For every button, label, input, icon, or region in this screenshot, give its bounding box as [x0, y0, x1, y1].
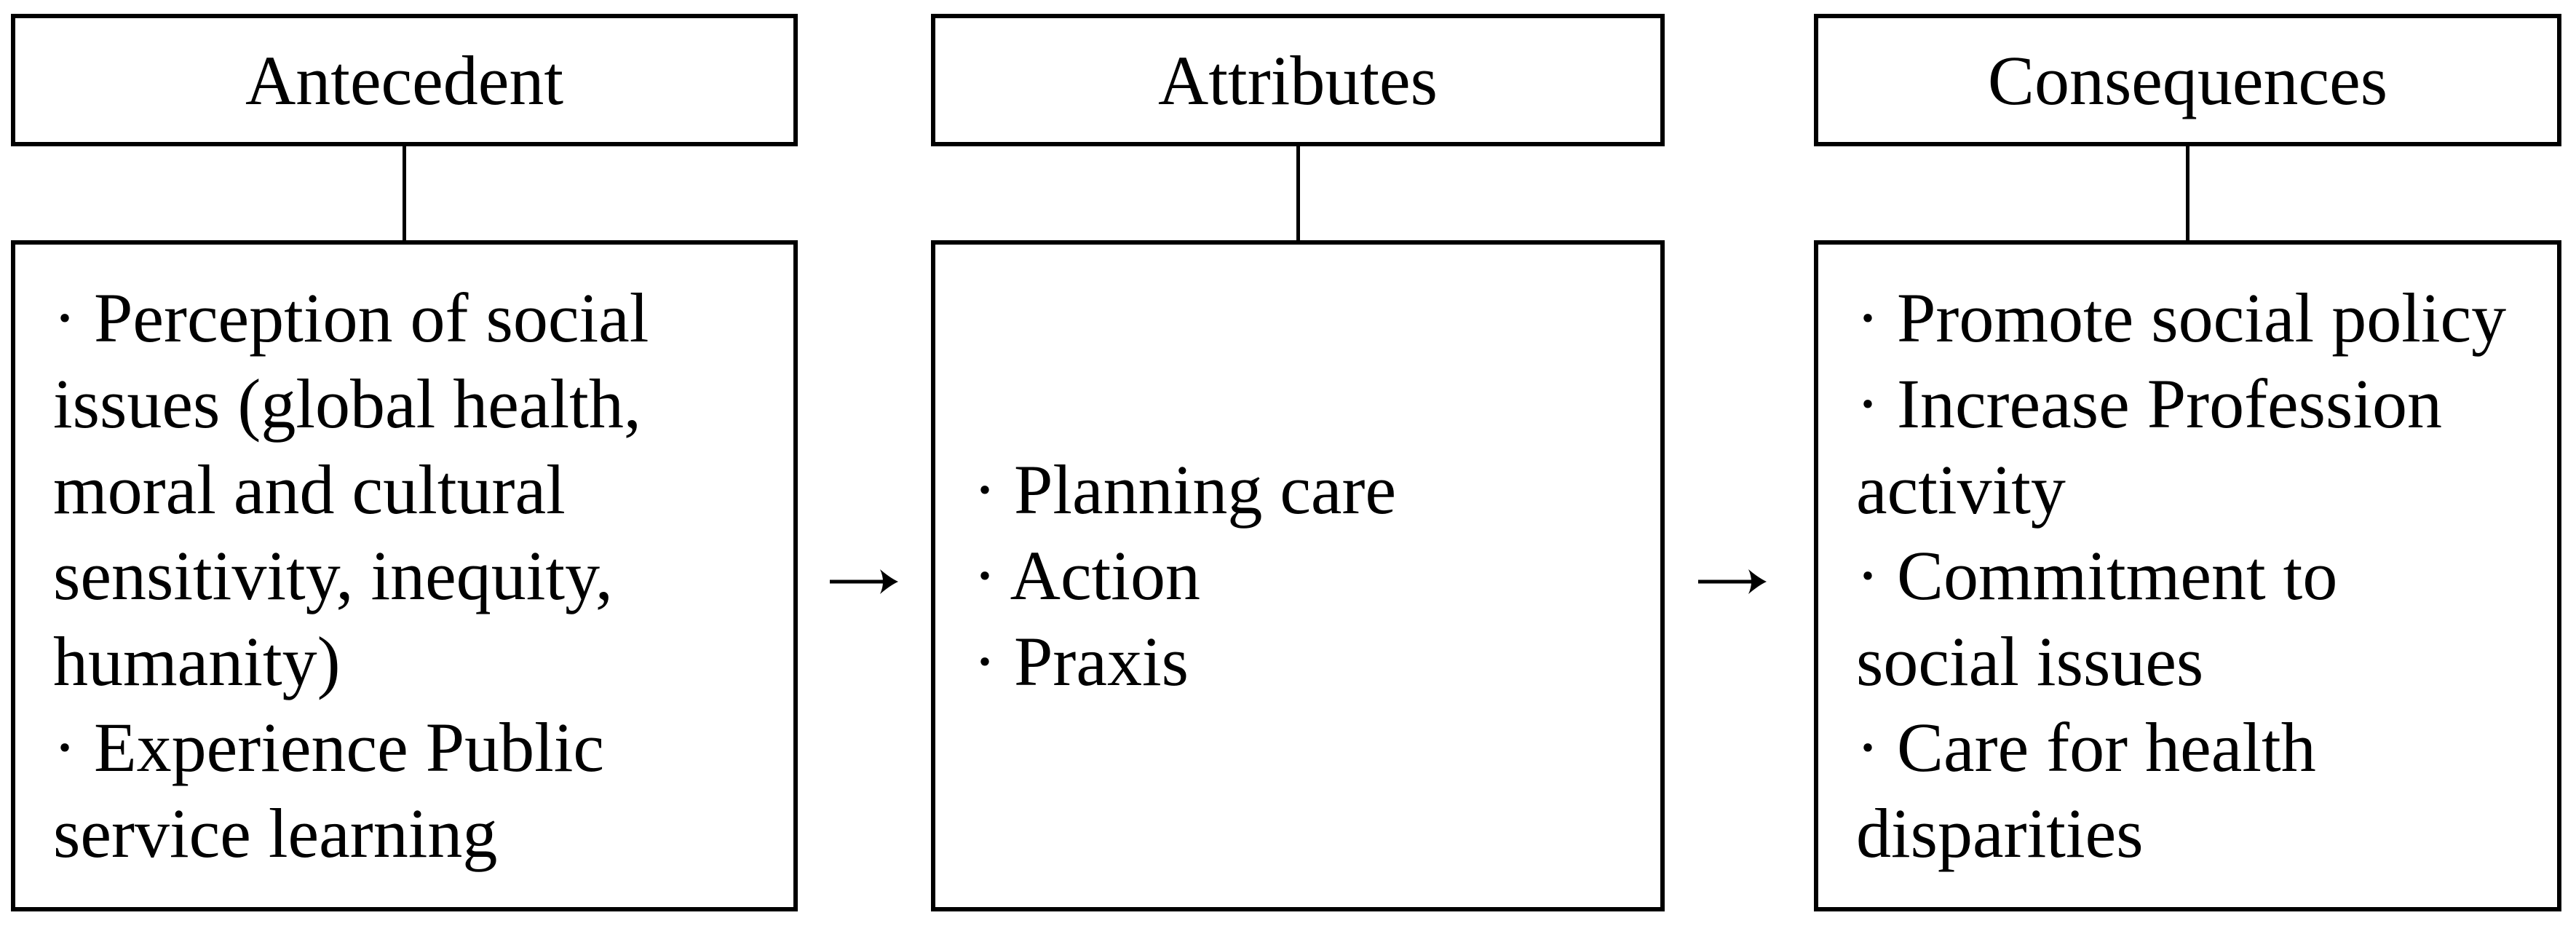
- diagram-text-line: · Praxis: [973, 622, 1189, 700]
- header-box-consequences: Consequences: [1814, 14, 2561, 146]
- connector-line-consequences: [2186, 146, 2189, 240]
- diagram-text-line: · Promote social policy: [1856, 279, 2507, 357]
- connector-line-attributes: [1296, 146, 1300, 240]
- diagram-text-line: · Experience Public: [53, 708, 605, 786]
- header-box-antecedent: Antecedent: [11, 14, 798, 146]
- diagram-text-line: · Perception of social: [53, 279, 649, 357]
- header-label-antecedent: Antecedent: [245, 41, 564, 119]
- diagram-text-line: · Commitment to: [1856, 537, 2338, 614]
- diagram-text-line: social issues: [1856, 622, 2204, 700]
- diagram-text-line: · Planning care: [973, 451, 1397, 529]
- body-box-attributes: · Planning care · Action · Praxis: [931, 240, 1665, 911]
- header-box-attributes: Attributes: [931, 14, 1665, 146]
- diagram-text-line: · Care for health: [1856, 708, 2316, 786]
- body-box-consequences: · Promote social policy · Increase Profes…: [1814, 240, 2561, 911]
- diagram-text-line: sensitivity, inequity,: [53, 537, 613, 614]
- connector-line-antecedent: [403, 146, 406, 240]
- diagram-text-line: · Action: [973, 537, 1200, 614]
- diagram-text-line: humanity): [53, 622, 341, 700]
- diagram-text-line: · Increase Profession: [1856, 365, 2443, 443]
- header-label-attributes: Attributes: [1158, 41, 1438, 119]
- diagram-text-line: issues (global health,: [53, 365, 641, 443]
- body-box-antecedent: · Perception of social issues (global hea…: [11, 240, 798, 911]
- diagram-text-line: activity: [1856, 451, 2066, 529]
- arrow-right-icon: [830, 567, 899, 596]
- header-label-consequences: Consequences: [1987, 41, 2388, 119]
- diagram-text-line: moral and cultural: [53, 451, 566, 529]
- diagram-text-line: service learning: [53, 794, 498, 872]
- arrow-right-icon: [1698, 567, 1767, 596]
- diagram-text-line: disparities: [1856, 794, 2144, 872]
